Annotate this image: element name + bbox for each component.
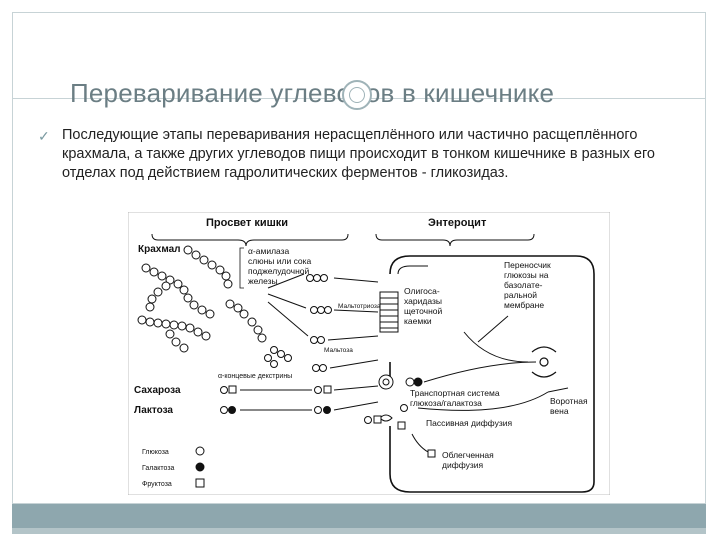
disaccharide-arrows bbox=[240, 385, 379, 411]
carrier-line-3: базолате- bbox=[504, 280, 543, 290]
bullet-text: Последующие этапы переваривания нерасщеп… bbox=[62, 127, 655, 181]
legend-galactose: Галактоза bbox=[142, 465, 175, 472]
digestion-diagram: Просвет кишки Энтероцит Крахмал α-амилаз… bbox=[128, 212, 610, 495]
sucrose-label: Сахароза bbox=[134, 385, 181, 396]
enterocyte-arrows bbox=[417, 315, 569, 411]
facilitated-symbols bbox=[411, 433, 436, 458]
facilitated-line-2: диффузия bbox=[442, 460, 483, 470]
basolateral-carrier bbox=[531, 346, 557, 378]
lumen-bracket bbox=[151, 233, 349, 247]
carrier-line-4: ральной bbox=[504, 290, 537, 300]
brush-border bbox=[379, 291, 399, 333]
carrier-line-5: мембране bbox=[504, 300, 544, 310]
legend-fructose: Фруктоза bbox=[142, 481, 172, 488]
transport-line-2: глюкоза/галактоза bbox=[410, 398, 482, 408]
portal-line-1: Воротная bbox=[550, 396, 588, 406]
lactose-label: Лактоза bbox=[134, 405, 173, 416]
amylase-line-1: α-амилаза bbox=[248, 246, 290, 256]
amylase-line-2: слюны или сока bbox=[248, 256, 312, 266]
starch-chains bbox=[137, 245, 267, 353]
amylase-line-3: поджелудочной bbox=[248, 266, 310, 276]
checkmark-icon: ✓ bbox=[38, 128, 50, 144]
passive-diffusion-label: Пассивная диффузия bbox=[426, 418, 512, 428]
amylase-line-4: железы bbox=[248, 276, 278, 286]
slide-title: Переваривание углеводов в кишечнике bbox=[70, 78, 555, 108]
maltotriose-label: Мальтотриоза bbox=[338, 303, 381, 310]
disaccharide-symbols bbox=[220, 385, 332, 414]
oligo-line-3: щеточной bbox=[404, 306, 443, 316]
legend-galactose-icon bbox=[195, 462, 205, 472]
legend-glucose-icon bbox=[195, 446, 205, 456]
facilitated-line-1: Облегченная bbox=[442, 450, 494, 460]
portal-line-2: вена bbox=[550, 406, 569, 416]
oligo-line-4: каемки bbox=[404, 316, 432, 326]
carrier-line-1: Переносчик bbox=[504, 260, 551, 270]
lumen-fragments bbox=[264, 274, 332, 372]
carrier-line-2: глюкозы на bbox=[504, 270, 549, 280]
oligo-line-2: харидазы bbox=[404, 296, 442, 306]
enterocyte-header: Энтероцит bbox=[428, 217, 487, 229]
dextrins-label: α-концевые декстрины bbox=[218, 373, 292, 380]
oligo-line-1: Олигоса- bbox=[404, 286, 440, 296]
enterocyte-inner-line bbox=[397, 265, 428, 275]
bottom-bar-shade bbox=[12, 528, 706, 534]
transport-line-1: Транспортная система bbox=[410, 388, 500, 398]
membrane-transporters bbox=[364, 374, 423, 430]
maltose-label: Мальтоза bbox=[324, 347, 353, 354]
slide-frame bbox=[12, 12, 706, 504]
ring-ornament-icon bbox=[342, 80, 372, 110]
bottom-bar bbox=[12, 504, 706, 528]
amylase-bracket bbox=[239, 247, 244, 289]
lumen-header: Просвет кишки bbox=[206, 217, 288, 229]
starch-label: Крахмал bbox=[138, 244, 181, 255]
lumen-arrows bbox=[267, 273, 379, 369]
legend-glucose: Глюкоза bbox=[142, 449, 169, 456]
enterocyte-bracket bbox=[375, 233, 535, 247]
legend-fructose-icon bbox=[195, 478, 205, 488]
